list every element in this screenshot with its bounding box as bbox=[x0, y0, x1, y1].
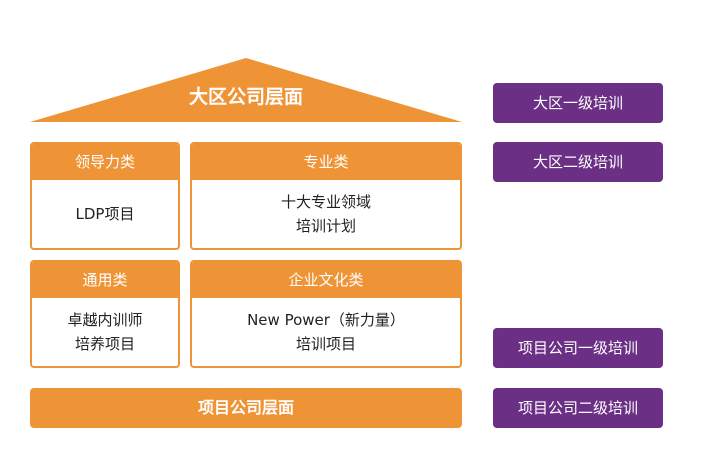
regional-level-1-training[interactable]: 大区一级培训 bbox=[493, 83, 663, 123]
card-professional: 专业类 十大专业领域 培训计划 bbox=[190, 142, 462, 250]
card-professional-body: 十大专业领域 培训计划 bbox=[192, 180, 460, 248]
card-general-line-2: 培养项目 bbox=[74, 335, 135, 353]
project-company-level-1-training[interactable]: 项目公司一级培训 bbox=[493, 328, 663, 368]
card-general: 通用类 卓越内训师 培养项目 bbox=[30, 260, 180, 368]
project-company-level-bar: 项目公司层面 bbox=[30, 388, 462, 428]
project-company-level-2-training[interactable]: 项目公司二级培训 bbox=[493, 388, 663, 428]
card-culture-line-2: 培训项目 bbox=[295, 335, 356, 353]
card-culture-body: New Power（新力量） 培训项目 bbox=[192, 298, 460, 366]
card-leadership: 领导力类 LDP项目 bbox=[30, 142, 180, 250]
card-general-line-1: 卓越内训师 bbox=[67, 311, 143, 329]
card-professional-line-2: 培训计划 bbox=[295, 217, 356, 235]
card-leadership-line-1: LDP项目 bbox=[75, 205, 135, 223]
regional-level-2-training[interactable]: 大区二级培训 bbox=[493, 142, 663, 182]
card-professional-header: 专业类 bbox=[192, 144, 460, 180]
card-general-header: 通用类 bbox=[32, 262, 178, 298]
card-leadership-body: LDP项目 bbox=[32, 180, 178, 248]
card-professional-line-1: 十大专业领域 bbox=[280, 193, 371, 211]
card-general-body: 卓越内训师 培养项目 bbox=[32, 298, 178, 366]
card-culture: 企业文化类 New Power（新力量） 培训项目 bbox=[190, 260, 462, 368]
card-culture-header: 企业文化类 bbox=[192, 262, 460, 298]
card-culture-line-1: New Power（新力量） bbox=[247, 311, 405, 329]
card-leadership-header: 领导力类 bbox=[32, 144, 178, 180]
roof-shape bbox=[30, 58, 462, 122]
regional-company-level-title: 大区公司层面 bbox=[188, 86, 303, 108]
